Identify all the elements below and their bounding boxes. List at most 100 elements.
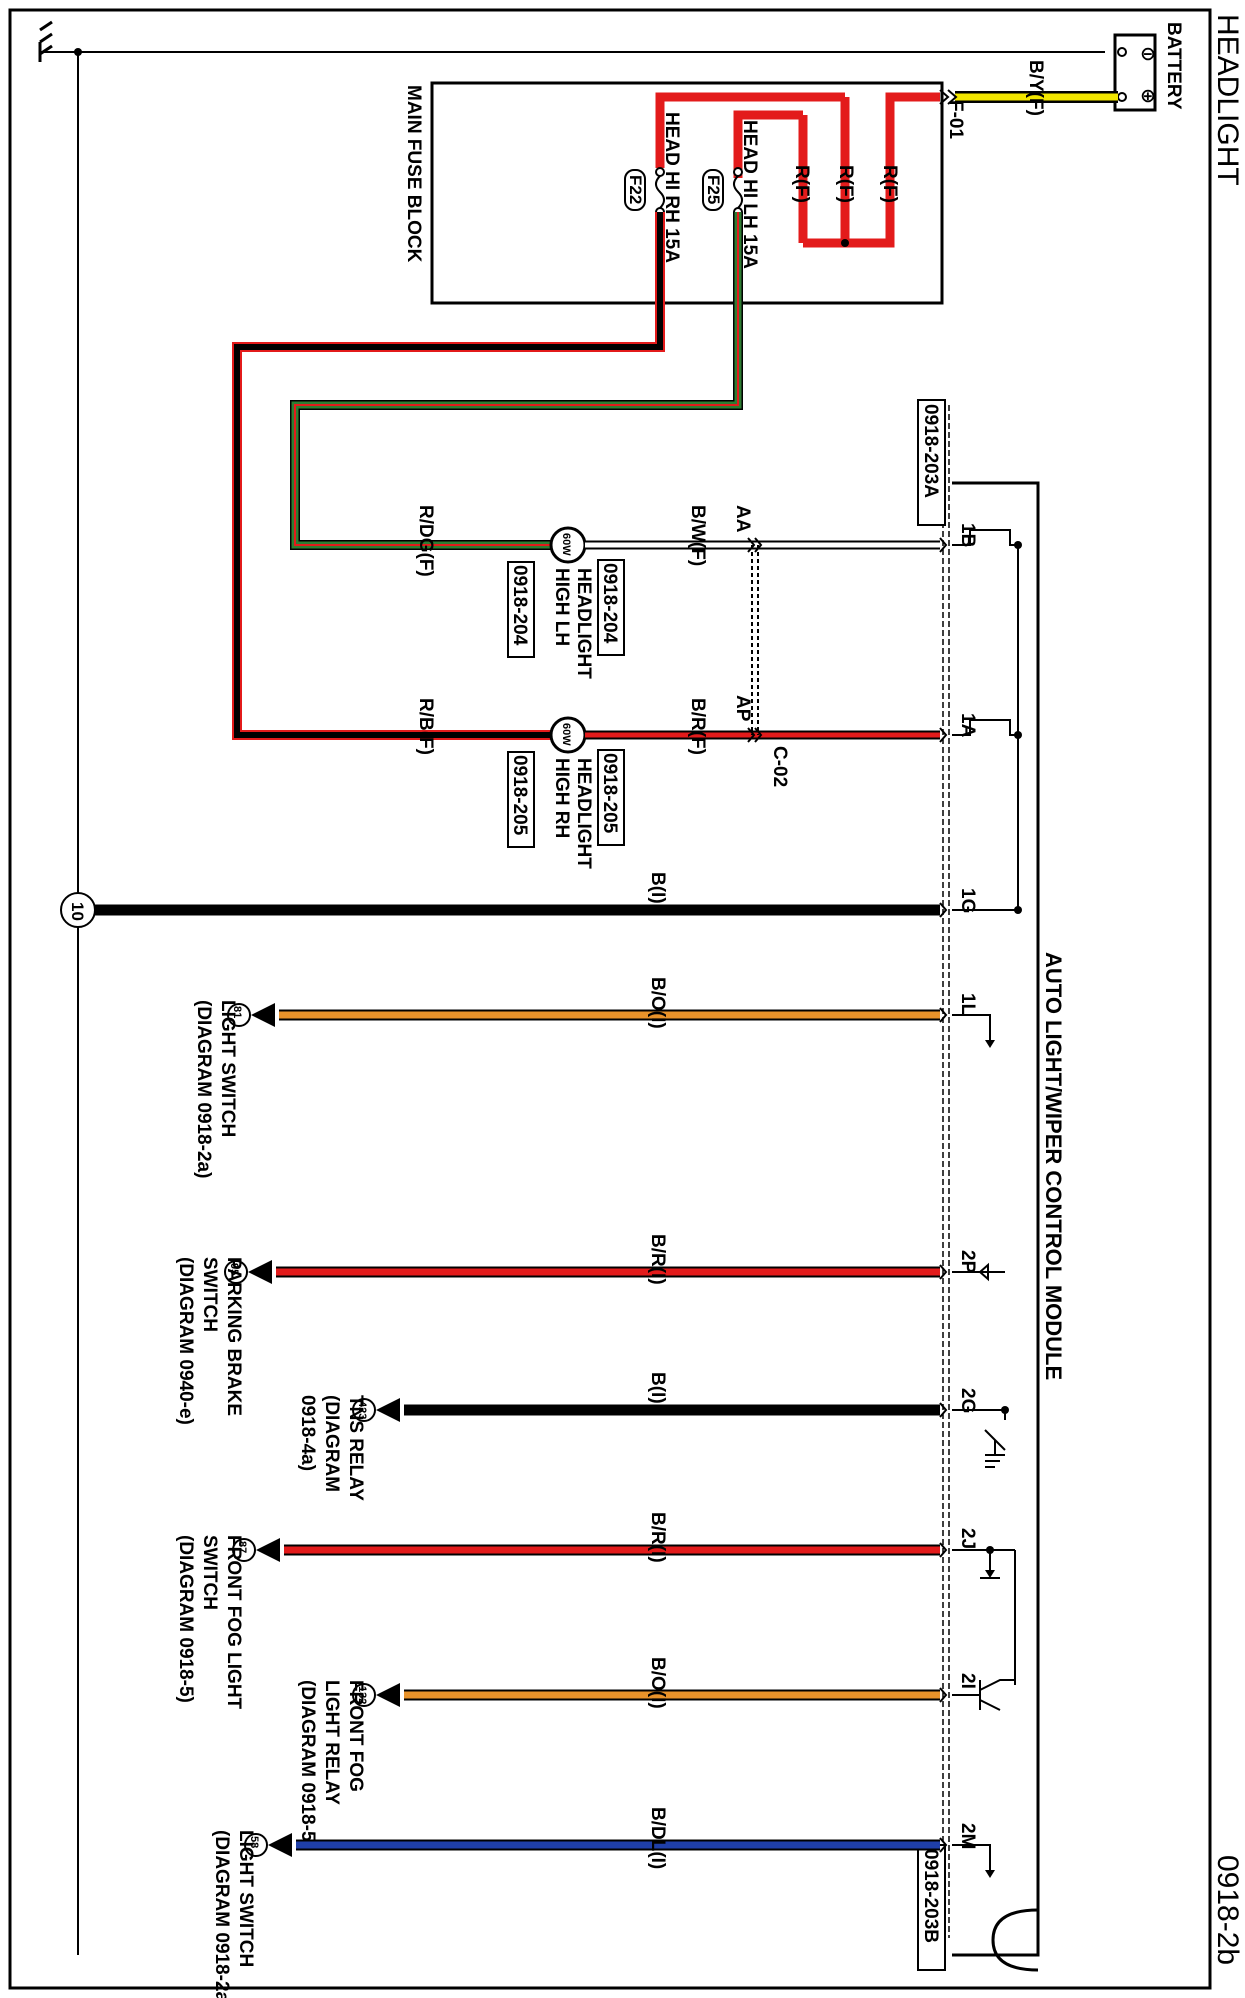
ground-point-number: 10: [68, 902, 87, 921]
ref-badge-81: [227, 1003, 251, 1027]
diagram-code: 0918-2b: [1211, 1855, 1244, 1965]
battery-neg-terminal: [1117, 47, 1127, 57]
main-fuse-block: [430, 81, 944, 305]
battery-pos-terminal: [1117, 92, 1127, 102]
fuse-f25-id: F25: [704, 175, 723, 204]
pin-label-2i: 2I: [957, 1673, 978, 1689]
destination-label: LIGHT RELAY: [321, 1680, 342, 1805]
wire-label-2m: B/DL(I): [647, 1807, 668, 1869]
wire-label-1l: B/O(I): [647, 977, 668, 1029]
destination-label: FRONT FOG: [345, 1680, 366, 1792]
control-module-box: [952, 481, 1040, 1957]
junction-c02: C-02: [769, 746, 790, 787]
fuse-block-red-wiring: [655, 92, 940, 248]
destination-label: SWITCH: [199, 1535, 220, 1610]
rh-feed-wire-black: [234, 212, 663, 738]
fuse-block-splice: [841, 239, 849, 247]
fuse-f25-badge: [702, 169, 724, 211]
wire-label-1g: B(I): [647, 872, 668, 904]
fuse-block-label: MAIN FUSE BLOCK: [403, 85, 424, 263]
battery-wire-label: B/Y(F): [1025, 60, 1046, 116]
wire-label-2j: B/R(I): [647, 1512, 668, 1563]
pin-connector-icon: [939, 1687, 948, 1703]
feed-connector-icon: [939, 89, 958, 105]
pin-label-1a: 1A: [957, 713, 978, 738]
destination-label: TNS RELAY: [345, 1395, 366, 1501]
pin-connector-icon: [939, 1007, 948, 1023]
fuse-f22-name: HEAD HI RH 15A: [661, 112, 682, 263]
rh-feed-wire-outline: [232, 212, 665, 740]
headlight-lh-ref-bot-box: [507, 561, 535, 658]
destination-label: PARKING BRAKE: [223, 1257, 244, 1416]
destination-label: (DIAGRAM 0918-2a): [193, 1000, 214, 1178]
connector-a-label: 0918-203A: [920, 404, 941, 498]
ref-number-95: 95: [228, 1263, 240, 1275]
destination-label: LIGHT SWITCH: [235, 1830, 256, 1967]
feed-wire-1: R(F): [879, 165, 900, 203]
feed-connector-label: F-01: [945, 100, 966, 140]
destination-label: SWITCH: [199, 1257, 220, 1332]
pin-connector-icon: [939, 1542, 948, 1558]
wire-arrow-icon: [376, 1683, 400, 1707]
wire-label-2g: B(I): [647, 1372, 668, 1404]
headlight-lh-watt: 60W: [560, 533, 572, 556]
destination-label: 0918-4a): [297, 1395, 318, 1471]
fuse-f22-id: F22: [626, 175, 645, 204]
destination-label: (DIAGRAM 0918-5): [175, 1535, 196, 1703]
module-internal-arrows: [985, 541, 1022, 1878]
rh-wire-in: R/B(F): [415, 698, 436, 755]
module-break-icon: [991, 1908, 1039, 1972]
rh-wire-out: B/R(F): [687, 698, 708, 755]
destination-label: LIGHT SWITCH: [217, 1000, 238, 1137]
ref-number-423: 423: [356, 1401, 368, 1419]
diagram-border: [8, 8, 1212, 1990]
headlight-lh-ref-top-box: [597, 559, 625, 656]
pin-label-2p: 2P: [957, 1250, 978, 1274]
pin-label-2m: 2M: [957, 1823, 978, 1849]
pin-connector-icon: [939, 1837, 948, 1853]
destination-label: (DIAGRAM 0918-2a): [211, 1830, 232, 1998]
ref-badge-95: [224, 1260, 248, 1284]
headlight-lh-ref-top: 0918-204: [599, 563, 620, 644]
destination-label: (DIAGRAM 0918-5): [297, 1680, 318, 1848]
ref-badge-87: [232, 1538, 256, 1562]
headlight-lh-ref-bot: 0918-204: [509, 565, 530, 646]
wire-arrow-icon: [248, 1260, 272, 1284]
lh-wire-in: R/DG(F): [415, 505, 436, 577]
ref-number-132: 132: [356, 1686, 368, 1704]
ref-badge-132: [352, 1683, 376, 1707]
ref-badge-58: [244, 1833, 268, 1857]
wire-arrow-icon: [268, 1833, 292, 1857]
wire-arrow-icon: [376, 1398, 400, 1422]
fuse-f25-name: HEAD HI LH 15A: [739, 120, 760, 269]
destination-label: (DIAGRAM: [321, 1395, 342, 1492]
battery-label: BATTERY: [1163, 22, 1184, 110]
pin-label-1l: 1L: [957, 993, 978, 1016]
headlight-rh-ref-top-box: [597, 749, 625, 846]
headlight-rh-line2: HIGH RH: [551, 758, 572, 838]
pin-label-2g: 2G: [957, 1388, 978, 1413]
headlight-rh-watt: 60W: [560, 723, 572, 746]
lh-feed-wire-tracer: [294, 212, 739, 546]
feed-wire-2: R(F): [835, 165, 856, 203]
fuse-f22-badge: [624, 169, 646, 211]
pin-connector-icon: [939, 537, 948, 553]
diagram-title: HEADLIGHT: [1211, 14, 1244, 186]
connector-b-label: 0918-203B: [920, 1849, 941, 1943]
connector-a-box: [917, 399, 946, 526]
chassis-ground-icon: [38, 20, 78, 62]
pin-label-1b: 1B: [957, 523, 978, 547]
lh-wire-out: B/W(F): [687, 505, 708, 566]
ref-number-81: 81: [231, 1006, 243, 1018]
battery-neg-icon: ⊖: [1140, 44, 1156, 65]
control-module-name: AUTO LIGHT/WIPER CONTROL MODULE: [1041, 952, 1066, 1380]
headlight-rh-ref-top: 0918-205: [599, 753, 620, 834]
wire-arrow-icon: [256, 1538, 280, 1562]
connector-aa-icon: [747, 537, 763, 553]
junction-aa: AA: [732, 505, 753, 533]
feed-wire-3: R(F): [791, 165, 812, 203]
ref-badge-423: [352, 1398, 376, 1422]
connector-ap-icon: [747, 727, 763, 743]
